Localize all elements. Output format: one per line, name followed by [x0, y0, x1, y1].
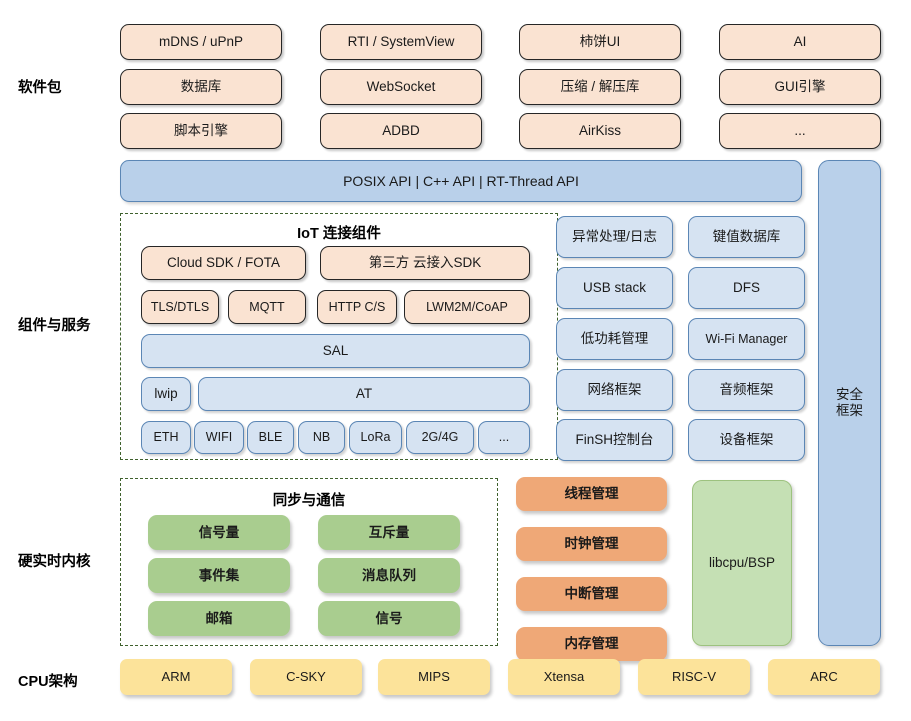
- api-bar: POSIX API | C++ API | RT-Thread API: [120, 160, 802, 202]
- iot-item-cloud-sdk[interactable]: Cloud SDK / FOTA: [141, 246, 306, 280]
- software-package-item[interactable]: RTI / SystemView: [320, 24, 482, 60]
- kernel-sync-group-title: 同步与通信: [272, 493, 346, 509]
- iot-lwip[interactable]: lwip: [141, 377, 191, 411]
- software-package-item[interactable]: WebSocket: [320, 69, 482, 105]
- cpu-arch-mips[interactable]: MIPS: [378, 659, 490, 695]
- security-framework-column[interactable]: 安全 框架: [818, 160, 881, 646]
- software-package-item[interactable]: ...: [719, 113, 881, 149]
- component-item-network-framework[interactable]: 网络框架: [556, 369, 673, 411]
- row-label-kernel: 硬实时内核: [18, 554, 91, 570]
- kernel-sync-mutex[interactable]: 互斥量: [318, 515, 460, 550]
- iot-protocol-http[interactable]: HTTP C/S: [317, 290, 397, 324]
- software-package-item[interactable]: 数据库: [120, 69, 282, 105]
- iot-protocol-mqtt[interactable]: MQTT: [228, 290, 306, 324]
- iot-at[interactable]: AT: [198, 377, 530, 411]
- kernel-sync-signal[interactable]: 信号: [318, 601, 460, 636]
- component-item-wifi-manager[interactable]: Wi-Fi Manager: [688, 318, 805, 360]
- kernel-sync-group-frame: [120, 478, 498, 646]
- kernel-mgmt-interrupt[interactable]: 中断管理: [516, 577, 667, 611]
- cpu-arch-arc[interactable]: ARC: [768, 659, 880, 695]
- row-label-cpu: CPU架构: [18, 674, 78, 690]
- component-item-device-framework[interactable]: 设备框架: [688, 419, 805, 461]
- cpu-arch-xtensa[interactable]: Xtensa: [508, 659, 620, 695]
- component-item-usb-stack[interactable]: USB stack: [556, 267, 673, 309]
- component-item-keyvalue-db[interactable]: 键值数据库: [688, 216, 805, 258]
- kernel-sync-mailbox[interactable]: 邮箱: [148, 601, 290, 636]
- libcpu-bsp-block[interactable]: libcpu/BSP: [692, 480, 792, 646]
- software-package-item[interactable]: 压缩 / 解压库: [519, 69, 681, 105]
- iot-link-more[interactable]: ...: [478, 421, 530, 454]
- software-package-item[interactable]: GUI引擎: [719, 69, 881, 105]
- iot-link-ble[interactable]: BLE: [247, 421, 294, 454]
- iot-link-wifi[interactable]: WIFI: [194, 421, 244, 454]
- iot-group-title: IoT 连接组件: [297, 226, 381, 242]
- kernel-sync-event[interactable]: 事件集: [148, 558, 290, 593]
- iot-link-lora[interactable]: LoRa: [349, 421, 402, 454]
- kernel-mgmt-thread[interactable]: 线程管理: [516, 477, 667, 511]
- component-item-audio-framework[interactable]: 音频框架: [688, 369, 805, 411]
- cpu-arch-csky[interactable]: C-SKY: [250, 659, 362, 695]
- software-package-item[interactable]: mDNS / uPnP: [120, 24, 282, 60]
- iot-link-nb[interactable]: NB: [298, 421, 345, 454]
- software-package-item[interactable]: AI: [719, 24, 881, 60]
- software-package-item[interactable]: 柿饼UI: [519, 24, 681, 60]
- iot-sal-layer[interactable]: SAL: [141, 334, 530, 368]
- component-item-dfs[interactable]: DFS: [688, 267, 805, 309]
- cpu-arch-arm[interactable]: ARM: [120, 659, 232, 695]
- kernel-mgmt-memory[interactable]: 内存管理: [516, 627, 667, 661]
- component-item-low-power[interactable]: 低功耗管理: [556, 318, 673, 360]
- kernel-sync-message-queue[interactable]: 消息队列: [318, 558, 460, 593]
- security-framework-label-line2: 框架: [836, 403, 863, 418]
- software-package-item[interactable]: ADBD: [320, 113, 482, 149]
- kernel-sync-semaphore[interactable]: 信号量: [148, 515, 290, 550]
- software-package-item[interactable]: 脚本引擎: [120, 113, 282, 149]
- iot-link-eth[interactable]: ETH: [141, 421, 191, 454]
- iot-protocol-lwm2m[interactable]: LWM2M/CoAP: [404, 290, 530, 324]
- iot-protocol-tls[interactable]: TLS/DTLS: [141, 290, 219, 324]
- component-item-finsh-console[interactable]: FinSH控制台: [556, 419, 673, 461]
- row-label-software-packages: 软件包: [18, 80, 62, 96]
- row-label-components-services: 组件与服务: [18, 318, 91, 334]
- cpu-arch-riscv[interactable]: RISC-V: [638, 659, 750, 695]
- software-package-item[interactable]: AirKiss: [519, 113, 681, 149]
- iot-item-third-party-sdk[interactable]: 第三方 云接入SDK: [320, 246, 530, 280]
- iot-link-2g4g[interactable]: 2G/4G: [406, 421, 474, 454]
- component-item-exception-log[interactable]: 异常处理/日志: [556, 216, 673, 258]
- kernel-mgmt-clock[interactable]: 时钟管理: [516, 527, 667, 561]
- security-framework-label-line1: 安全: [836, 387, 863, 403]
